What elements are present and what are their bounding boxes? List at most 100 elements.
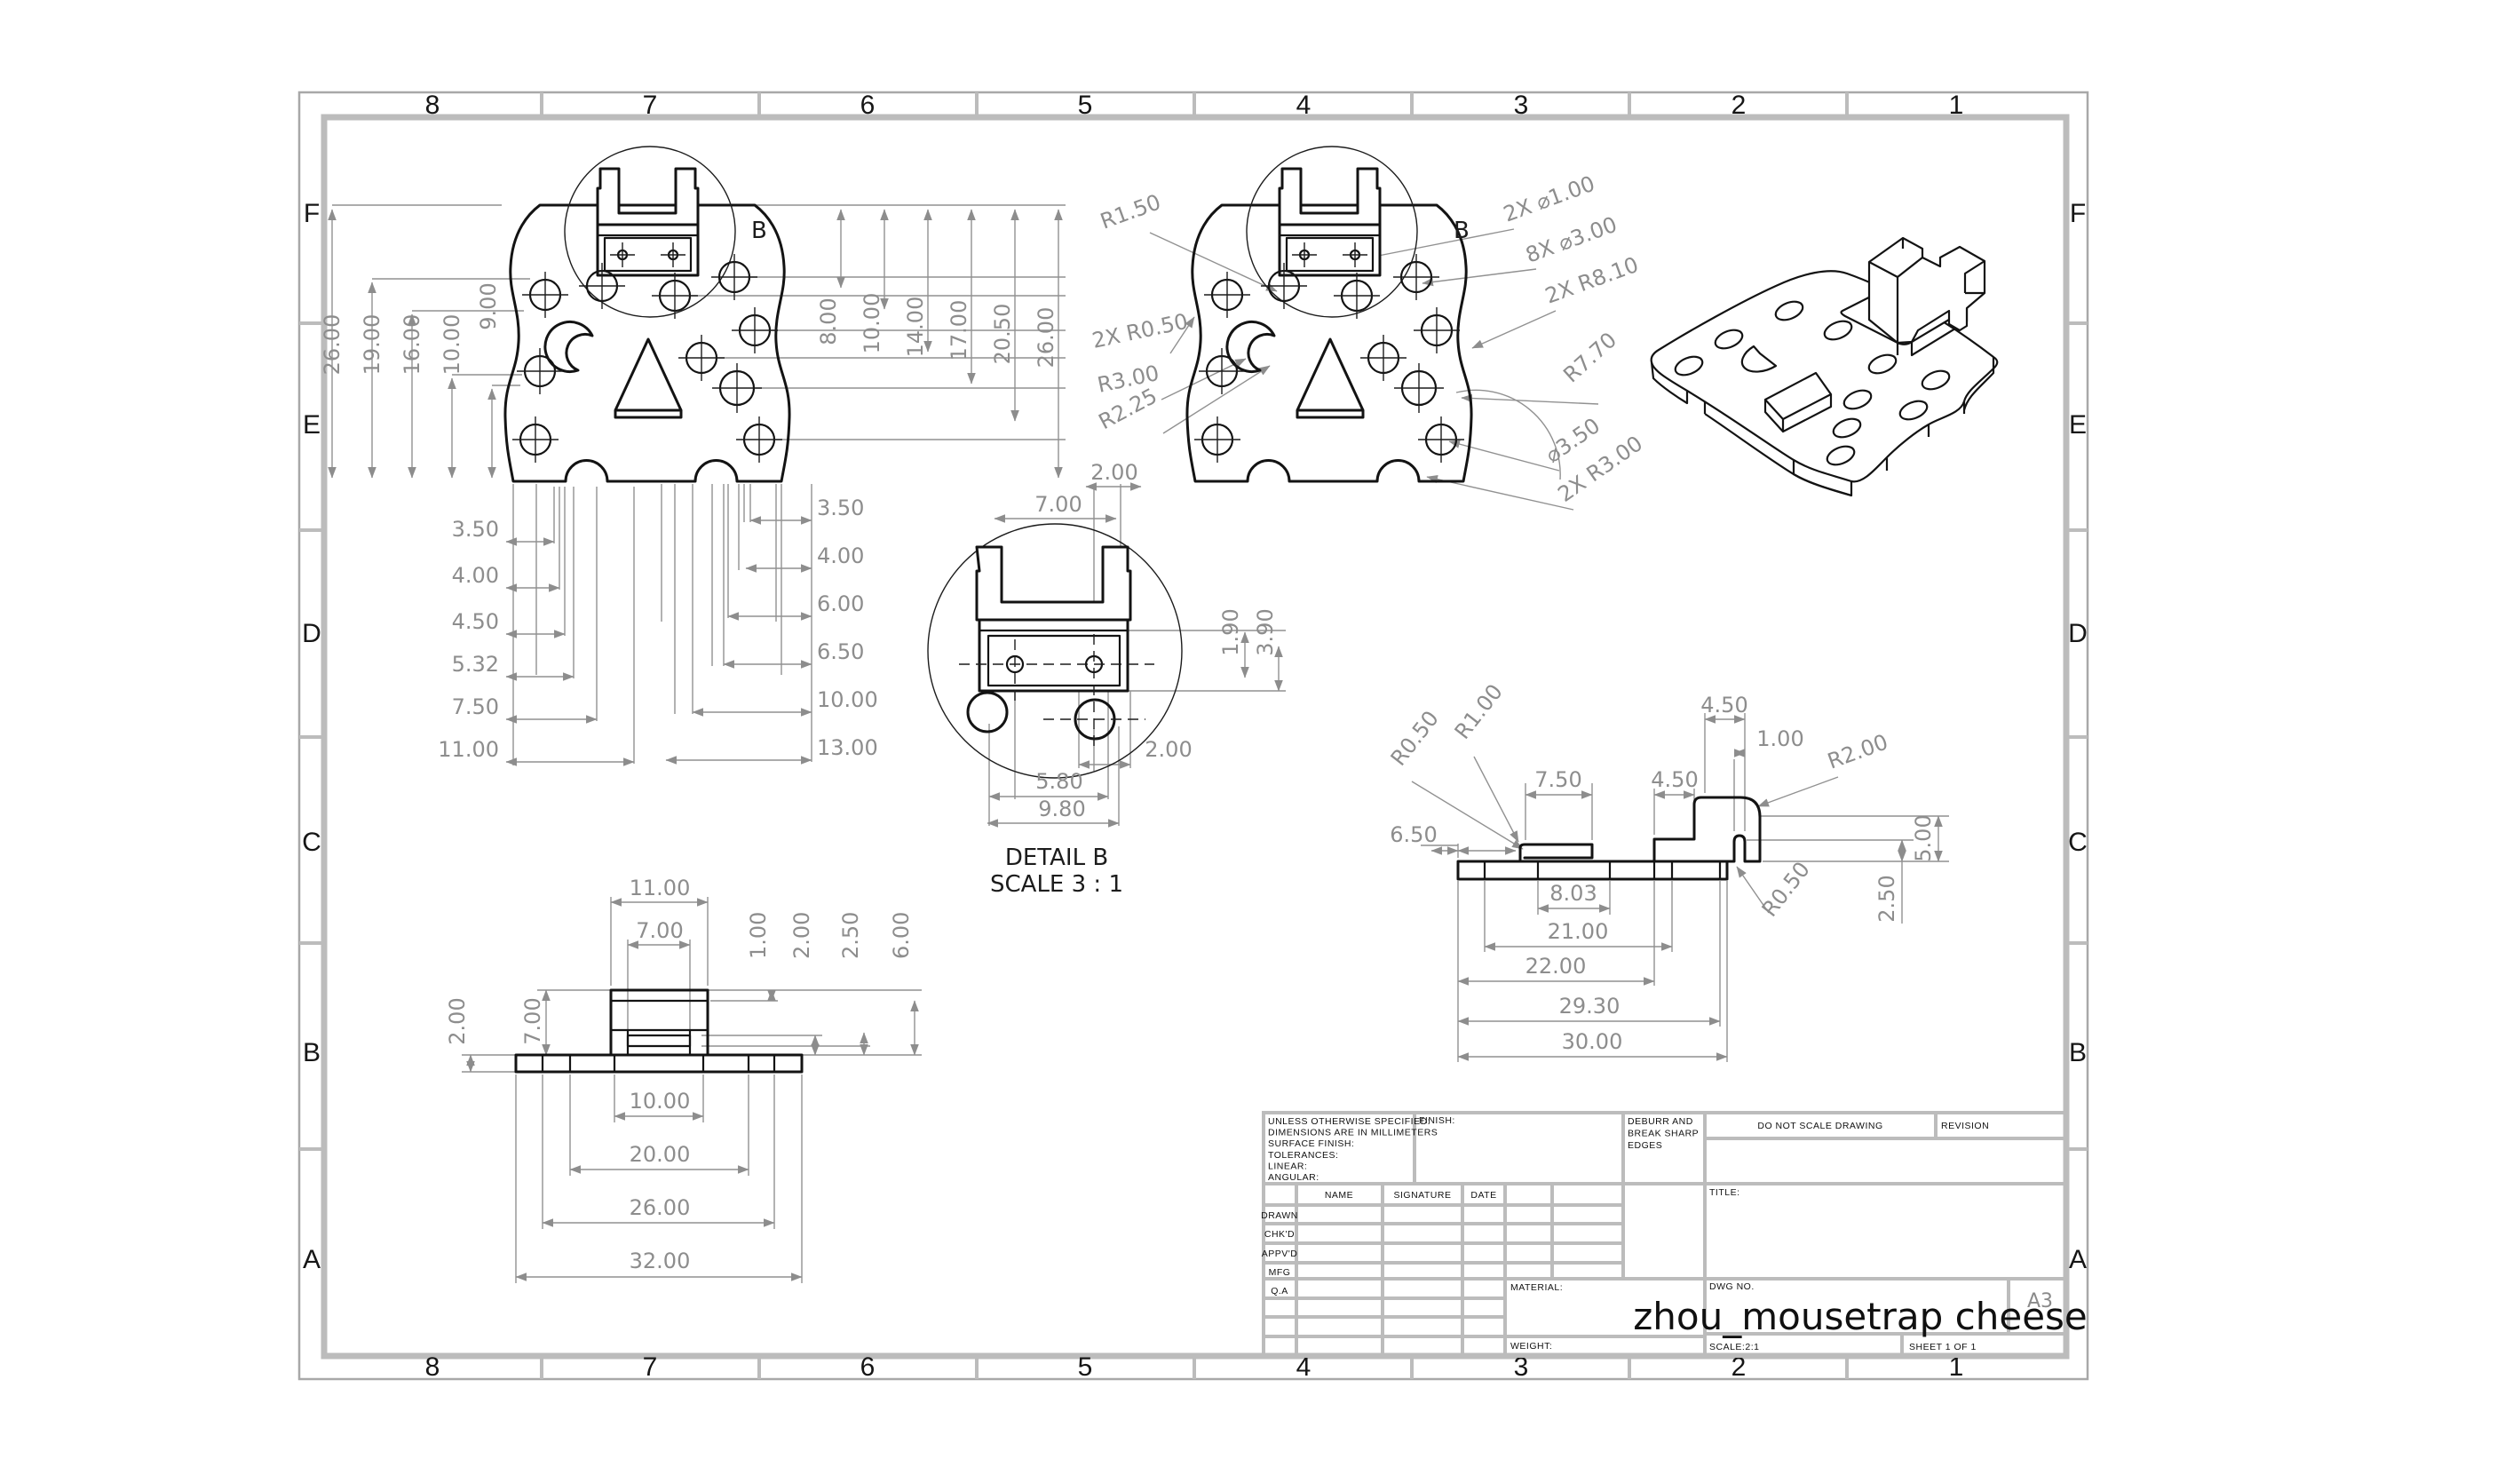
- leader-line: [1161, 358, 1247, 400]
- leader-line: [1757, 776, 1839, 807]
- leader-line: [1411, 781, 1524, 850]
- dimension-label: 4.50: [1700, 693, 1747, 718]
- dimension-label: 19.00: [360, 314, 384, 376]
- zone-row-label: E: [2069, 410, 2087, 440]
- dimension-label: 5.80: [1035, 769, 1082, 794]
- leader-line: [1149, 232, 1278, 292]
- signature-column-header: SIGNATURE: [1394, 1190, 1452, 1201]
- dimension-label: 21.00: [1548, 919, 1609, 944]
- zone-column-label: 7: [643, 1352, 658, 1382]
- zone-column-label: 6: [860, 1352, 876, 1382]
- name-column-header: NAME: [1325, 1190, 1353, 1201]
- spec-note-line: LINEAR:: [1268, 1161, 1307, 1171]
- zone-row-label: D: [2068, 619, 2088, 648]
- dimension-label: SCALE 3 : 1: [990, 871, 1123, 898]
- zone-column-label: 5: [1078, 91, 1093, 120]
- zone-column-label: 4: [1296, 91, 1312, 120]
- revision-label: REVISION: [1941, 1121, 1989, 1131]
- view-top-middle: [1185, 145, 1473, 483]
- dimension-label: R1.00: [1450, 679, 1508, 743]
- dimension-label: 20.50: [990, 304, 1015, 365]
- dimension-label: B: [1454, 218, 1470, 244]
- dimension-label: 6.50: [817, 639, 864, 664]
- dimension-label: 6.50: [1390, 822, 1437, 847]
- dimension-label: 9.80: [1038, 797, 1085, 821]
- zone-column-label: 5: [1078, 1352, 1093, 1382]
- zone-row-label: F: [304, 199, 320, 228]
- material-label: MATERIAL:: [1510, 1282, 1563, 1293]
- dimension-label: 8X ⌀3.00: [1522, 212, 1620, 268]
- view-top-left: [503, 145, 791, 483]
- zone-row-label: F: [2070, 199, 2086, 228]
- zone-row-label: D: [302, 619, 321, 648]
- dimension-label: 13.00: [817, 735, 878, 760]
- dimension-label: 1.00: [746, 912, 771, 959]
- leader-line: [1448, 440, 1560, 472]
- deburr-note-line: EDGES: [1628, 1140, 1662, 1151]
- dimension-label: 4.50: [452, 609, 499, 634]
- leader-line: [1736, 866, 1770, 914]
- leader-line: [1169, 316, 1195, 354]
- zone-column-label: 6: [860, 91, 876, 120]
- spec-note-line: DIMENSIONS ARE IN MILLIMETERS: [1268, 1128, 1438, 1138]
- dimension-label: 10.00: [440, 314, 464, 376]
- zone-column-label: 2: [1732, 1352, 1747, 1382]
- dimension-label: 8.00: [816, 297, 841, 345]
- dimension-label: R1.50: [1097, 189, 1163, 234]
- deburr-note-line: BREAK SHARP: [1628, 1129, 1699, 1139]
- dimension-label: 6.00: [817, 591, 864, 616]
- dimension-label: 3.50: [817, 496, 864, 520]
- dimension-label: 2.00: [1145, 737, 1192, 762]
- dimension-label: 11.00: [438, 737, 499, 762]
- dimension-label: 20.00: [630, 1142, 691, 1167]
- dimension-label: 26.00: [320, 314, 345, 376]
- spec-note-line: TOLERANCES:: [1268, 1150, 1338, 1161]
- dimension-label: 11.00: [630, 876, 691, 900]
- dimension-label: R7.70: [1558, 328, 1621, 388]
- view-side: [1456, 796, 1762, 881]
- dimension-label: 2.50: [1874, 875, 1899, 922]
- leader-line: [1364, 228, 1515, 261]
- dimension-label: 4.00: [817, 543, 864, 568]
- dimension-label: R0.50: [1757, 857, 1815, 921]
- leader-line: [1162, 365, 1271, 434]
- zone-row-label: B: [2069, 1038, 2087, 1067]
- sheet-label: SHEET 1 OF 1: [1909, 1342, 1977, 1352]
- dimension-label: 5.32: [452, 652, 499, 677]
- dimension-label: 7.50: [1534, 767, 1581, 792]
- finish-label: FINISH:: [1419, 1115, 1455, 1126]
- dimension-label: 16.00: [400, 314, 424, 376]
- scale-label: SCALE:2:1: [1709, 1342, 1759, 1352]
- dimension-label: 32.00: [630, 1249, 691, 1273]
- dimension-label: 26.00: [630, 1195, 691, 1220]
- dimension-label: 17.00: [947, 300, 971, 361]
- approval-row-label: DRAWN: [1261, 1210, 1298, 1221]
- zone-column-label: 1: [1949, 91, 1964, 120]
- dimension-label: 8.03: [1549, 881, 1597, 906]
- dimension-label: 3.50: [452, 517, 499, 542]
- paper-size-label: A3: [2027, 1290, 2053, 1312]
- dimension-label: 29.30: [1559, 994, 1621, 1019]
- approval-row-label: APPV'D: [1262, 1249, 1298, 1259]
- leader-line: [1471, 310, 1557, 349]
- view-detail-b: [927, 523, 1183, 779]
- dimension-label: R0.50: [1386, 706, 1444, 770]
- dimension-label: 7.00: [1034, 492, 1082, 517]
- leader-line: [1461, 393, 1599, 405]
- spec-note-line: ANGULAR:: [1268, 1172, 1319, 1183]
- approval-row-label: Q.A: [1271, 1286, 1288, 1296]
- zone-column-label: 7: [643, 91, 658, 120]
- dimension-label: 7.00: [636, 918, 683, 943]
- dimension-label: 2.00: [445, 997, 470, 1044]
- zone-column-label: 2: [1732, 91, 1747, 120]
- dimension-label: R2.00: [1824, 729, 1890, 773]
- dimension-label: 7.00: [520, 997, 545, 1044]
- dimension-label: B: [751, 218, 767, 244]
- dimension-label: 2.50: [838, 912, 863, 959]
- dimension-label: 1.90: [1218, 608, 1243, 655]
- dimension-label: 2X ⌀1.00: [1500, 171, 1597, 227]
- dimension-label: DETAIL B: [1005, 844, 1108, 871]
